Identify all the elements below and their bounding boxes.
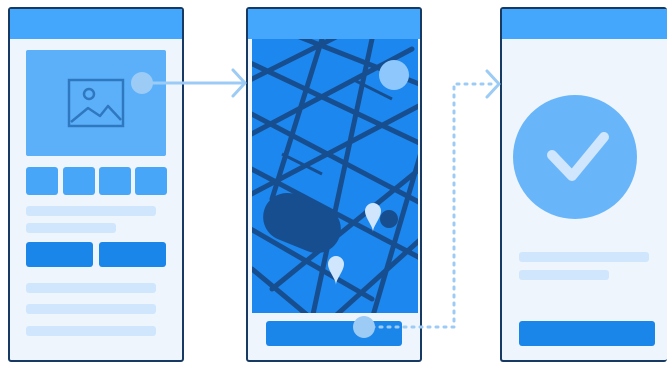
map-dot bbox=[379, 60, 409, 90]
action-button[interactable] bbox=[519, 321, 655, 346]
text-line bbox=[26, 283, 156, 293]
check-circle-icon bbox=[513, 95, 637, 219]
map-roads bbox=[252, 39, 418, 313]
screen-header bbox=[502, 9, 667, 39]
product-screen bbox=[8, 7, 184, 362]
text-line bbox=[26, 223, 116, 233]
text-line bbox=[519, 252, 649, 262]
location-pin-icon bbox=[328, 203, 381, 285]
action-button[interactable] bbox=[266, 321, 402, 346]
thumbnail bbox=[26, 167, 58, 195]
thumbnail bbox=[99, 167, 131, 195]
screen-header bbox=[248, 9, 420, 39]
text-line bbox=[519, 270, 609, 280]
dotted-arrow bbox=[362, 69, 501, 329]
connector-dot bbox=[353, 316, 375, 338]
confirmation-screen bbox=[500, 7, 667, 362]
screen-header bbox=[10, 9, 182, 39]
connector-dot bbox=[131, 72, 153, 94]
text-line bbox=[26, 326, 156, 336]
text-line bbox=[26, 304, 156, 314]
image-placeholder bbox=[26, 50, 166, 156]
thumbnail bbox=[135, 167, 167, 195]
thumbnail bbox=[63, 167, 95, 195]
text-line bbox=[26, 206, 156, 216]
solid-arrow bbox=[140, 68, 247, 98]
secondary-button[interactable] bbox=[99, 242, 166, 267]
image-icon bbox=[67, 78, 125, 128]
primary-button[interactable] bbox=[26, 242, 93, 267]
street-map bbox=[252, 39, 418, 313]
map-screen bbox=[246, 7, 422, 362]
